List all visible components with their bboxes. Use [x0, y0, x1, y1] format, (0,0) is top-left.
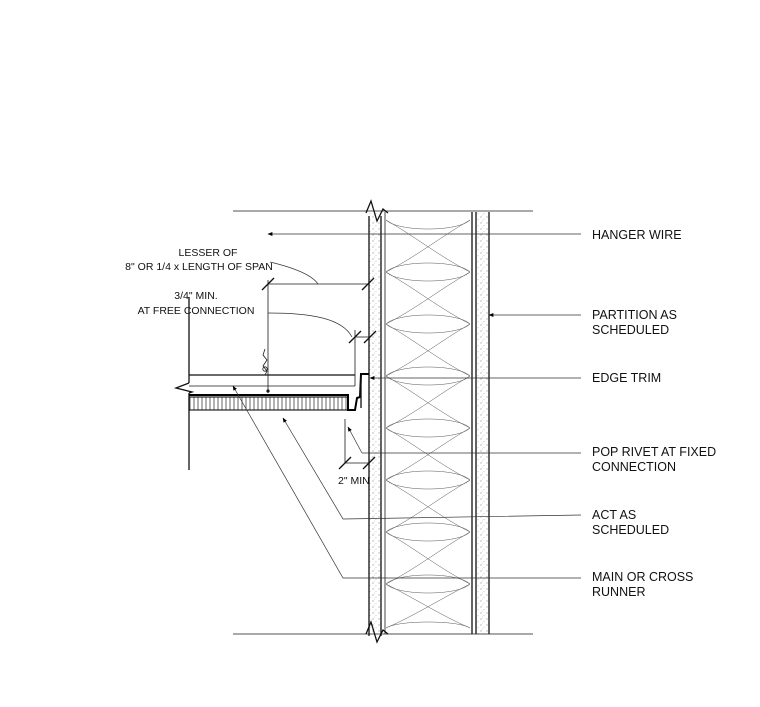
- label-partition-line1: PARTITION AS: [592, 308, 677, 322]
- dimension-two-min: [338, 419, 376, 470]
- hanger-wire-loop: [262, 366, 268, 372]
- dimension-free-connection: [267, 312, 377, 375]
- dim-two-tick-right: [362, 456, 376, 470]
- label-runner-line1: MAIN OR CROSS: [592, 570, 693, 584]
- left-gypsum-board: [369, 213, 381, 634]
- callout-labels: HANGER WIRE PARTITION AS SCHEDULED EDGE …: [592, 228, 716, 599]
- label-lesser-line2: 8" OR 1/4 x LENGTH OF SPAN: [125, 261, 273, 273]
- label-free-line1: 3/4" MIN.: [174, 290, 217, 302]
- top-break-symbol: [365, 199, 389, 223]
- dimension-labels: LESSER OF 8" OR 1/4 x LENGTH OF SPAN 3/4…: [125, 247, 370, 487]
- label-partition-line2: SCHEDULED: [592, 323, 669, 337]
- dim-lesser-tick-left: [261, 277, 275, 291]
- label-edge-trim: EDGE TRIM: [592, 371, 661, 385]
- ceiling-break-symbol: [173, 382, 195, 394]
- partition-wall: [233, 199, 533, 644]
- leader-runner: [232, 385, 581, 579]
- dim-free-tick-left: [348, 330, 362, 344]
- label-two-min: 2" MIN: [338, 475, 370, 487]
- right-gypsum-board: [476, 212, 489, 634]
- leader-act: [282, 417, 582, 520]
- callout-leaders: [232, 232, 582, 579]
- label-free-line2: AT FREE CONNECTION: [138, 305, 255, 317]
- bottom-break-symbol: [365, 620, 389, 644]
- label-pop-rivet-line2: CONNECTION: [592, 460, 676, 474]
- label-hanger-wire: HANGER WIRE: [592, 228, 682, 242]
- label-lesser-line1: LESSER OF: [179, 247, 238, 259]
- label-pop-rivet-line1: POP RIVET AT FIXED: [592, 445, 716, 459]
- batt-insulation: [385, 219, 471, 629]
- dim-lesser-leader: [269, 261, 319, 285]
- acoustic-ceiling-tile: [188, 396, 349, 411]
- label-act-line2: SCHEDULED: [592, 523, 669, 537]
- dimension-lesser-of: [261, 261, 375, 393]
- dim-free-tick-right: [363, 330, 377, 344]
- ceiling-assembly: [173, 297, 369, 470]
- leader-pop-rivet-arrow: [347, 426, 363, 454]
- label-runner-line2: RUNNER: [592, 585, 645, 599]
- label-act-line1: ACT AS: [592, 508, 636, 522]
- hanger-wire: [262, 348, 268, 376]
- dim-two-tick-left: [338, 456, 352, 470]
- dim-lesser-tick-right: [361, 277, 375, 291]
- dim-free-leader: [267, 312, 353, 338]
